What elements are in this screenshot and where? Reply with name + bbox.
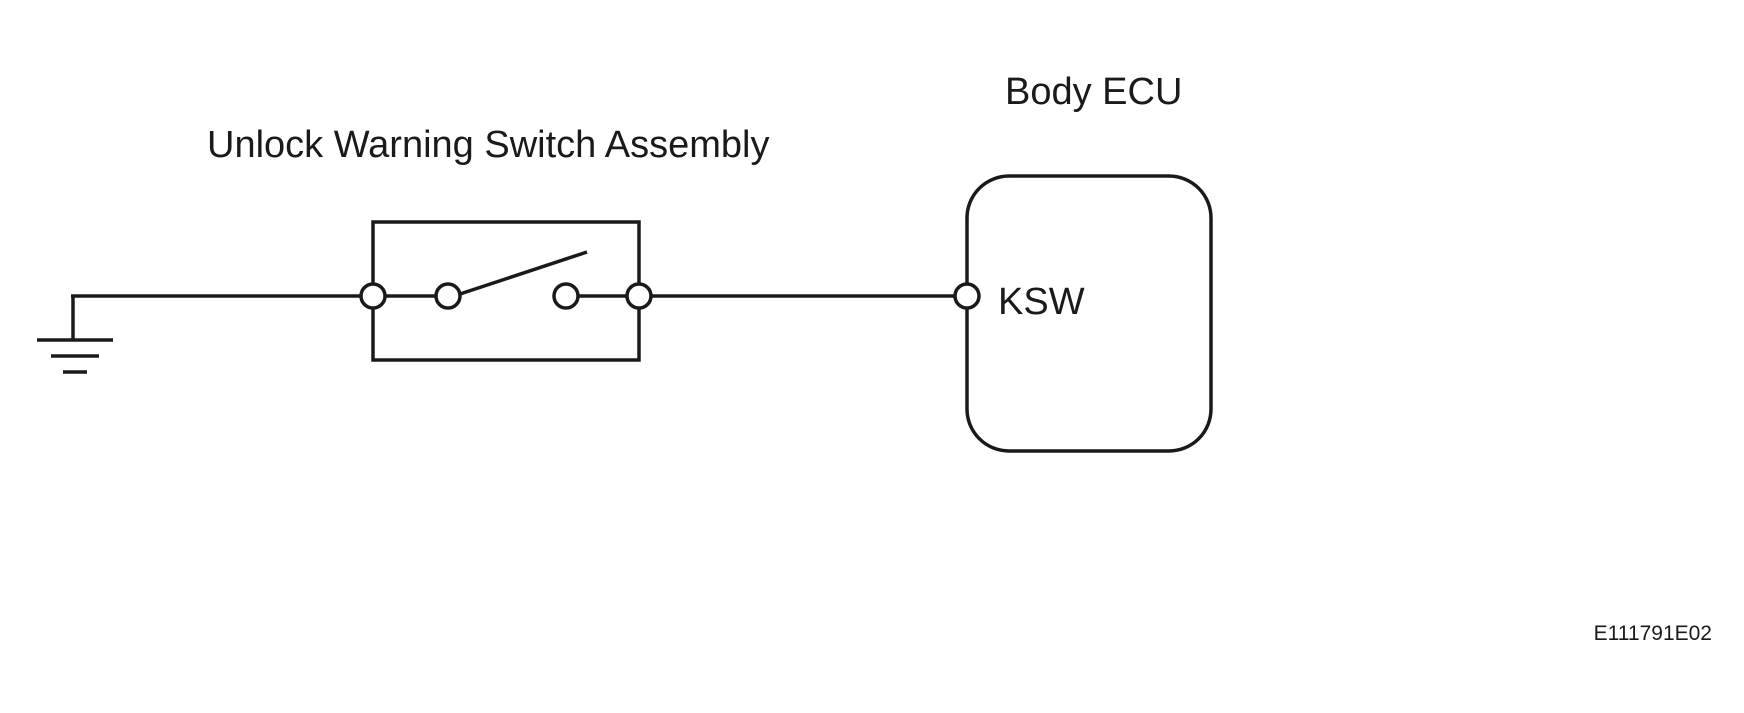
switch-assembly-title: Unlock Warning Switch Assembly bbox=[207, 124, 769, 166]
ecu-title: Body ECU bbox=[1005, 71, 1182, 113]
figure-code: E111791E02 bbox=[1594, 622, 1712, 645]
ground-symbol-icon bbox=[37, 296, 113, 374]
switch-contact-right bbox=[552, 282, 580, 310]
switch-terminal-right bbox=[625, 282, 653, 310]
ecu-terminal-ksw bbox=[953, 282, 981, 310]
body-ecu-box bbox=[965, 174, 1213, 453]
ecu-terminal-label: KSW bbox=[998, 281, 1085, 323]
switch-terminal-left bbox=[359, 282, 387, 310]
switch-lever bbox=[459, 250, 588, 296]
switch-contact-left bbox=[434, 282, 462, 310]
switch-assembly-box bbox=[371, 220, 641, 362]
